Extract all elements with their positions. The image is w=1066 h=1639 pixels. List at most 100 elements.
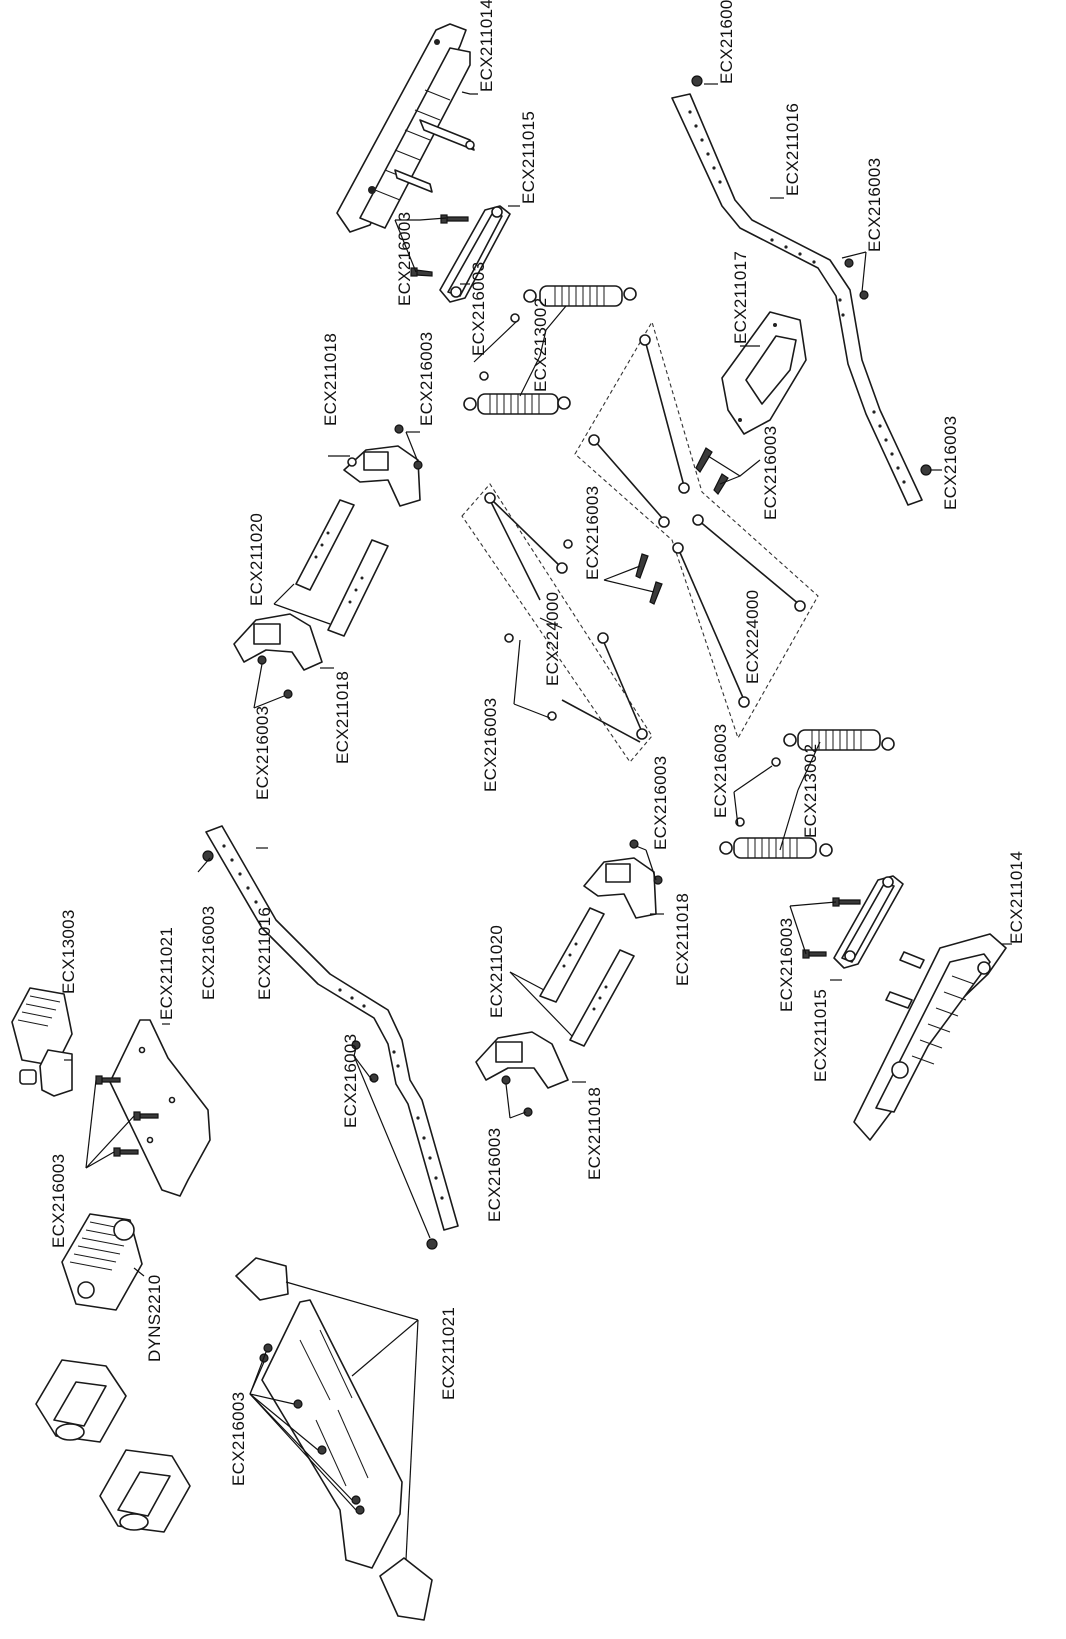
screw-icon [832, 897, 861, 907]
link-group-right [574, 320, 819, 740]
shock-absorber-top-right [523, 285, 637, 307]
front-mount-top [439, 205, 511, 303]
screw-icon [844, 258, 854, 268]
screw-icon [649, 581, 663, 605]
link-bottom-1 [539, 907, 605, 1003]
skid-plate [721, 311, 807, 435]
axle-mount-bottom2 [475, 1031, 569, 1089]
screw-icon [802, 949, 827, 959]
screw-icon [355, 1505, 365, 1515]
shock-bushing-icon [479, 371, 489, 381]
motor-unit [61, 1213, 143, 1311]
label-battery-tray: ECX211021 [439, 1307, 458, 1400]
label-motor: DYNS2210 [145, 1275, 164, 1362]
electronics-plate [109, 1019, 211, 1197]
label-links-group-left: ECX224000 [543, 592, 562, 686]
link-bottom-2 [569, 949, 635, 1047]
label-front-bumper-bottom: ECX211014 [1007, 851, 1026, 944]
label-front-bumper-top: ECX211014 [477, 0, 496, 92]
screw-icon [113, 1147, 139, 1157]
screw-icon [440, 214, 469, 224]
shock-bushing-icon [771, 757, 781, 767]
ball-stud-icon [547, 711, 557, 721]
label-links-group-right: ECX224000 [743, 590, 762, 684]
label-axle-mount-lower-left: ECX211018 [333, 671, 352, 764]
screw-icon [263, 1343, 273, 1353]
frame-rail-right [671, 93, 923, 506]
shock-absorber-bottom-left [719, 837, 833, 859]
frame-rail-left [205, 825, 459, 1231]
screw-icon [95, 1075, 121, 1085]
link-upper-1 [295, 499, 355, 591]
front-bumper-bottom [853, 933, 1007, 1141]
label-screws-skid: ECX216003 [761, 426, 780, 520]
label-screws-rail-right: ECX216003 [865, 158, 884, 252]
shock-bushing-icon [510, 313, 520, 323]
label-front-mount-bottom: ECX211015 [811, 989, 830, 1082]
front-bumper-top [336, 23, 475, 233]
screw-icon [653, 875, 663, 885]
screw-icon [283, 689, 293, 699]
label-screw-top-right: ECX216003 [717, 0, 736, 84]
screw-icon [394, 424, 404, 434]
label-electronics-plate: ECX211021 [157, 927, 176, 1020]
screw-icon [257, 655, 267, 665]
screw-icon [859, 290, 869, 300]
screw-icon [293, 1399, 303, 1409]
label-axle-mount-bottom: ECX211018 [673, 893, 692, 986]
axle-mount-bottom [583, 857, 657, 919]
label-screws-shocks-bottom: ECX216003 [711, 724, 730, 818]
label-esc: ECX13003 [59, 909, 78, 994]
label-screws-links-mid: ECX216003 [583, 486, 602, 580]
label-screws-rail-left: ECX216003 [341, 1034, 360, 1128]
screw-icon [691, 75, 703, 87]
label-axle-mount-bottom2: ECX211018 [585, 1087, 604, 1180]
label-screw-rail-left: ECX216003 [199, 906, 218, 1000]
label-shocks-top: ECX213002 [531, 298, 550, 392]
battery-clip-1 [35, 1359, 127, 1443]
ball-stud-icon [563, 539, 573, 549]
screw-icon [920, 464, 932, 476]
screw-icon [410, 267, 433, 277]
label-axle-mount-upper: ECX211018 [321, 333, 340, 426]
esc-unit [11, 987, 73, 1097]
battery-tray [235, 1257, 433, 1621]
screw-icon [317, 1445, 327, 1455]
label-screws-mount-bottom: ECX216003 [777, 918, 796, 1012]
screw-icon [413, 460, 423, 470]
label-skid-plate: ECX211017 [731, 251, 750, 344]
shock-absorber-top-left [463, 393, 571, 415]
label-screws-links-left: ECX216003 [481, 698, 500, 792]
screw-icon [501, 1075, 511, 1085]
screw-icon [695, 447, 713, 473]
front-mount-bottom [833, 875, 904, 969]
screw-icon [351, 1495, 361, 1505]
axle-mount-upper [343, 445, 421, 507]
label-screws-plate: ECX216003 [49, 1154, 68, 1248]
label-frame-rail-right: ECX211016 [783, 103, 802, 196]
ball-stud-icon [504, 633, 514, 643]
label-screws-battery-tray: ECX216003 [229, 1392, 248, 1486]
battery-clip-2 [99, 1449, 191, 1533]
label-shocks-bottom: ECX213002 [801, 744, 820, 838]
label-screws-front-mount-top: ECX216003 [395, 212, 414, 306]
link-group-left [461, 483, 653, 763]
label-screws-axle-mount-left: ECX216003 [253, 706, 272, 800]
screw-icon [426, 1238, 438, 1250]
part-labels: ECX211014 ECX211015 ECX216003 ECX216003 … [49, 0, 1026, 1486]
screw-icon [635, 553, 649, 579]
label-frame-rail-left: ECX211016 [255, 907, 274, 1000]
label-links-upper: ECX211020 [247, 513, 266, 606]
leader-lines [64, 83, 1012, 1561]
label-screw-mount-top: ECX216003 [469, 262, 488, 356]
label-links-bottom: ECX211020 [487, 925, 506, 1018]
label-front-mount-top: ECX211015 [519, 111, 538, 204]
label-screws-axle-bottom2: ECX216003 [485, 1128, 504, 1222]
link-upper-2 [327, 539, 389, 637]
label-screws-axle-mount-upper: ECX216003 [417, 332, 436, 426]
screw-icon [133, 1111, 159, 1121]
label-screw-bottom-right-rail: ECX216003 [941, 416, 960, 510]
screw-icon [523, 1107, 533, 1117]
